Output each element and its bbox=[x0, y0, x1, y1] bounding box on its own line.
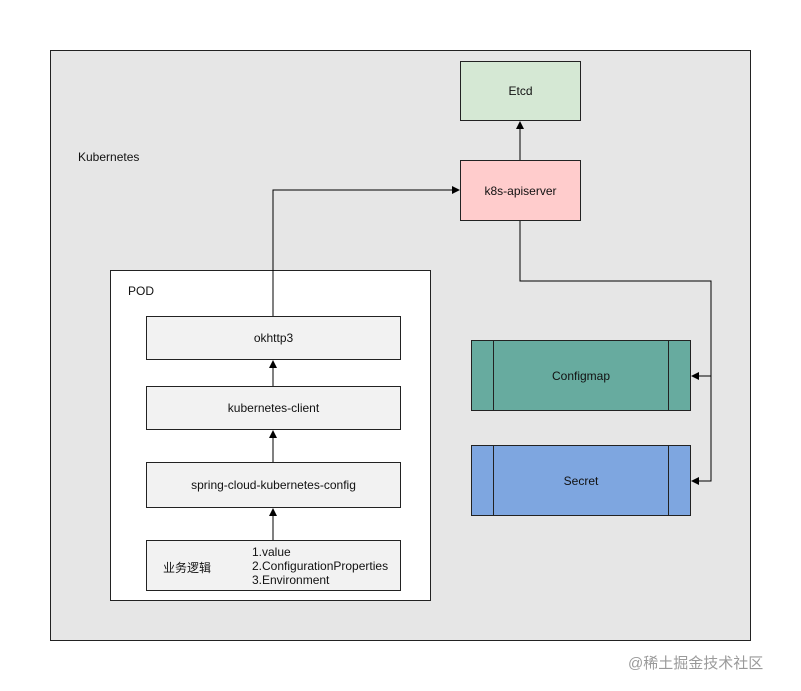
spring-config-label: spring-cloud-kubernetes-config bbox=[191, 478, 356, 492]
kubernetes-label: Kubernetes bbox=[78, 150, 140, 164]
secret-label: Secret bbox=[563, 473, 599, 488]
business-item: 1.value bbox=[252, 545, 291, 559]
spring-config-node: spring-cloud-kubernetes-config bbox=[146, 462, 401, 508]
secret-node: Secret bbox=[471, 445, 691, 516]
arrow-apiserver-to-secret bbox=[691, 376, 712, 485]
configmap-right-bar bbox=[668, 341, 669, 410]
pod-label: POD bbox=[128, 284, 155, 298]
business-items-list: 1.value 2.ConfigurationProperties 3.Envi… bbox=[252, 545, 388, 587]
apiserver-label: k8s-apiserver bbox=[484, 183, 557, 198]
configmap-label: Configmap bbox=[551, 368, 611, 383]
etcd-label: Etcd bbox=[508, 84, 533, 98]
okhttp-label: okhttp3 bbox=[253, 331, 294, 345]
etcd-node: Etcd bbox=[460, 61, 581, 121]
kubernetes-client-label: kubernetes-client bbox=[227, 401, 320, 415]
secret-left-bar bbox=[493, 446, 494, 515]
business-logic-label: 业务逻辑 bbox=[163, 561, 212, 575]
arrow-okhttp-to-apiserver bbox=[272, 186, 460, 316]
apiserver-node: k8s-apiserver bbox=[460, 160, 581, 221]
okhttp-node: okhttp3 bbox=[146, 316, 401, 360]
business-item: 2.ConfigurationProperties bbox=[252, 559, 389, 573]
configmap-node: Configmap bbox=[471, 340, 691, 411]
kubernetes-client-node: kubernetes-client bbox=[146, 386, 401, 430]
business-logic-node: 业务逻辑 1.value 2.ConfigurationProperties 3… bbox=[146, 540, 401, 591]
arrow-apiserver-to-configmap bbox=[519, 221, 712, 380]
configmap-left-bar bbox=[493, 341, 494, 410]
business-item: 3.Environment bbox=[252, 573, 330, 587]
watermark: @稀土掘金技术社区 bbox=[628, 655, 764, 672]
secret-right-bar bbox=[668, 446, 669, 515]
